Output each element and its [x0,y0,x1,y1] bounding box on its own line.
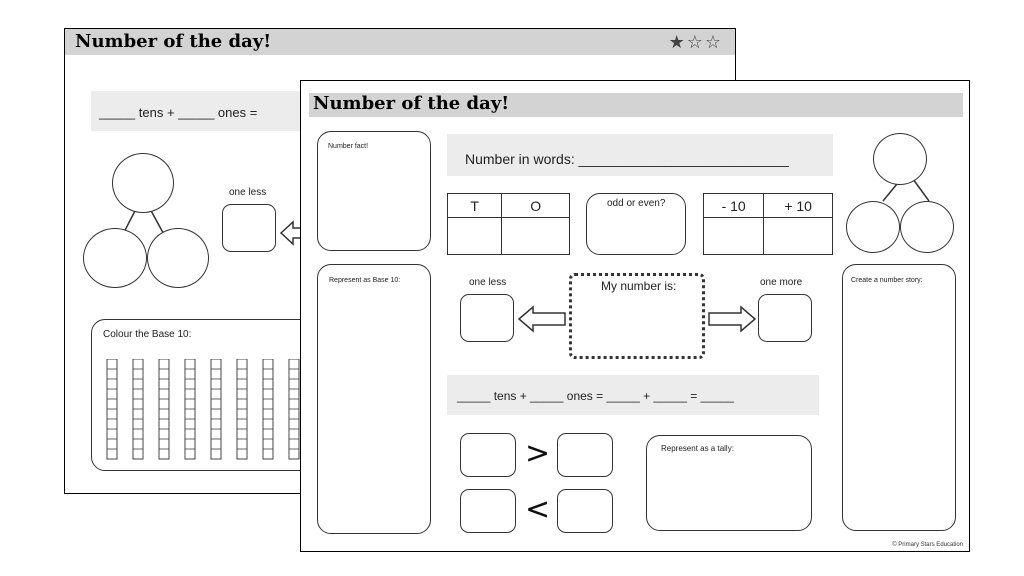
number-fact-label: Number fact! [328,143,369,150]
back-title-bar: Number of the day! ★☆☆ [65,29,735,55]
my-number-box[interactable] [569,273,705,359]
back-one-less-label: one less [229,187,267,198]
tens-ones-line[interactable]: _____ tens + _____ ones = _____ + _____ … [457,389,734,403]
compare-left-top-box[interactable] [460,433,516,477]
number-in-words-label[interactable]: Number in words: _______________________… [465,151,789,167]
part-circle-right[interactable] [900,201,954,253]
back-tens-ones-line: _____ tens + _____ ones = [99,105,258,120]
create-number-story-box[interactable] [842,264,956,531]
base10-rods-icon [106,359,300,460]
odd-or-even-box[interactable] [586,193,686,255]
one-more-box[interactable] [758,294,812,342]
copyright-text: © Primary Stars Education [892,542,963,548]
represent-base10-box[interactable] [317,264,431,534]
one-less-label: one less [469,277,507,288]
less-than-symbol: < [525,492,551,527]
whole-circle[interactable] [873,133,927,185]
back-title: Number of the day! [75,31,272,52]
ones-cell[interactable] [501,217,570,255]
greater-than-symbol: > [525,436,551,471]
minus-plus-ten-table: - 10 + 10 [702,193,833,255]
arrow-right-icon [708,305,757,333]
arrow-left-icon [517,305,566,333]
back-part-circle-right [147,228,209,288]
front-title: Number of the day! [313,93,510,114]
difficulty-star-icons: ★☆☆ [668,32,723,53]
odd-or-even-label: odd or even? [607,198,666,209]
tally-label: Represent as a tally: [661,444,734,453]
plus-ten-cell[interactable] [763,217,833,255]
tens-header: T [446,193,503,218]
part-circle-left[interactable] [846,201,900,253]
tens-cell[interactable] [446,217,503,255]
back-whole-circle [112,153,174,213]
represent-base10-label: Represent as Base 10: [329,277,401,284]
create-number-story-label: Create a number story: [851,277,923,284]
tens-ones-table: T O [446,193,570,255]
my-number-label: My number is: [601,279,677,293]
tens-ones-strip [447,375,819,415]
back-colour-base10-box [91,319,317,471]
number-fact-box[interactable] [317,131,431,251]
plus-ten-header: + 10 [763,193,833,218]
compare-right-bottom-box[interactable] [557,489,613,533]
compare-left-bottom-box[interactable] [460,489,516,533]
back-one-less-box[interactable] [222,204,276,252]
tally-box[interactable] [646,435,812,531]
compare-right-top-box[interactable] [557,433,613,477]
back-arrow-left-icon [279,220,309,246]
one-more-label: one more [760,277,803,288]
ones-header: O [501,193,570,218]
back-tens-ones-strip [91,91,305,131]
one-less-box[interactable] [460,294,514,342]
back-part-circle-left [83,228,147,288]
minus-ten-cell[interactable] [702,217,765,255]
front-title-bar: Number of the day! [309,93,963,117]
number-in-words-strip [447,134,833,176]
minus-ten-header: - 10 [702,193,765,218]
front-worksheet: Number of the day! Number fact! Number i… [300,80,970,552]
back-colour-base10-label: Colour the Base 10: [103,329,192,340]
